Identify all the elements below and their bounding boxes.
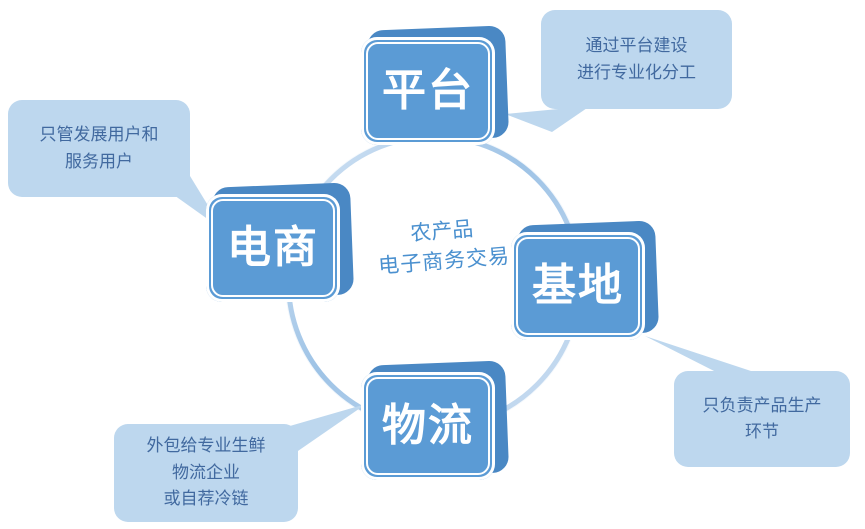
callout-text: 通过平台建设 进行专业化分工: [577, 36, 696, 83]
callout-tail-platform: [505, 106, 590, 132]
callout-tail-base: [645, 336, 754, 374]
node-label: 电商: [227, 222, 319, 273]
callout-text: 只负责产品生产 环节: [702, 395, 822, 442]
node-label: 物流: [382, 400, 474, 451]
node-platform[interactable]: 平台: [361, 25, 510, 151]
node-logistics[interactable]: 物流: [361, 360, 510, 486]
callout-text: 外包给专业生鲜 物流企业 或自荐冷链: [146, 436, 266, 510]
callout-text: 只管发展用户和 服务用户: [39, 125, 159, 172]
callout-platform: 通过平台建设 进行专业化分工: [541, 10, 732, 109]
callout-base: 只负责产品生产 环节: [674, 371, 850, 467]
node-front-plate: 基地: [511, 232, 645, 340]
callout-tail-logistics: [276, 404, 366, 462]
node-label: 基地: [532, 260, 624, 311]
node-front-plate: 物流: [361, 372, 495, 480]
node-front-plate: 电商: [206, 194, 340, 302]
callout-ecommerce: 只管发展用户和 服务用户: [8, 100, 190, 197]
node-base[interactable]: 基地: [511, 220, 660, 346]
node-label: 平台: [382, 65, 474, 116]
callout-logistics: 外包给专业生鲜 物流企业 或自荐冷链: [114, 424, 298, 522]
node-front-plate: 平台: [361, 37, 495, 145]
node-ecommerce[interactable]: 电商: [206, 182, 355, 308]
